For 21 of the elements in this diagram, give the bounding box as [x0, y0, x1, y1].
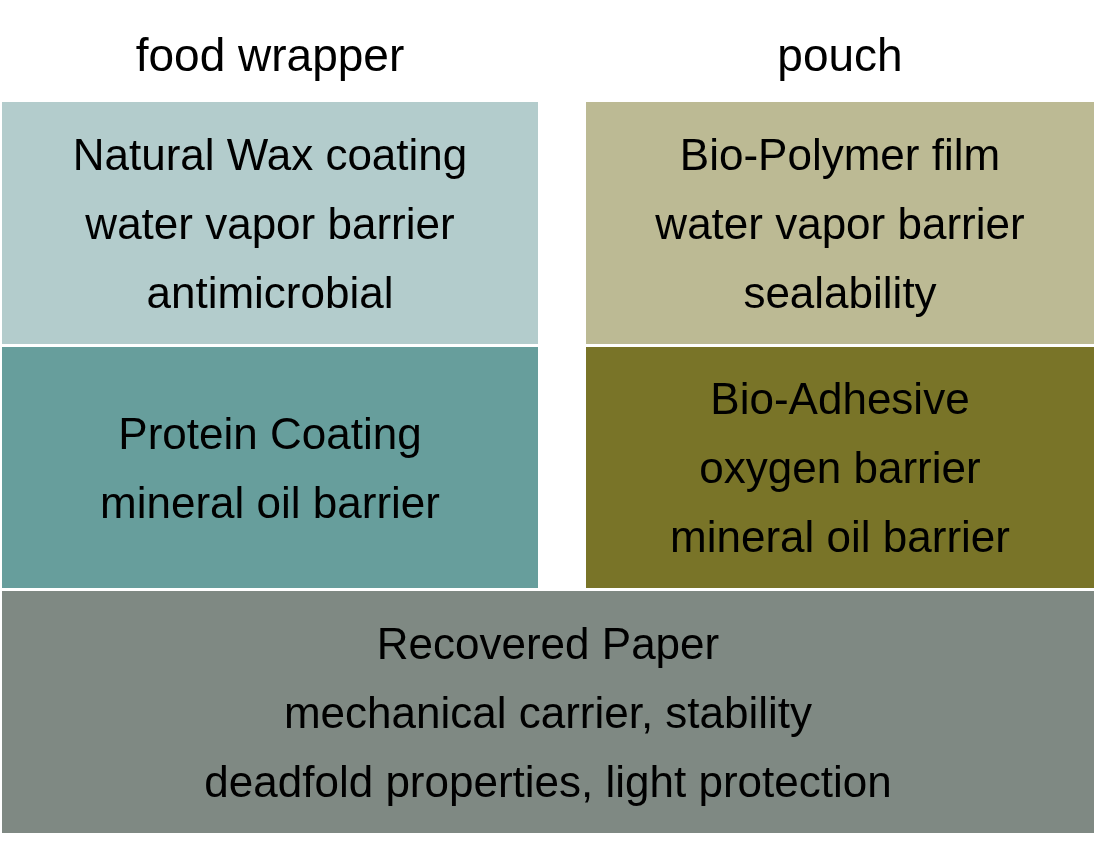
- property-text: mineral oil barrier: [670, 511, 1010, 563]
- property-text: oxygen barrier: [699, 442, 981, 494]
- property-text: antimicrobial: [146, 266, 394, 319]
- property-text: water vapor barrier: [655, 197, 1025, 250]
- column-heading: pouch: [777, 28, 903, 83]
- property-text: mechanical carrier, stability: [283, 686, 813, 739]
- layer-box: [2, 102, 538, 344]
- layer-box: [586, 102, 1094, 344]
- layer-box: [2, 591, 1094, 833]
- layer-name: Bio-Adhesive: [710, 373, 970, 425]
- property-text: water vapor barrier: [85, 197, 455, 250]
- layer-name: Natural Wax coating: [72, 128, 468, 181]
- property-text: deadfold properties, light protection: [204, 755, 892, 808]
- property-text: mineral oil barrier: [100, 476, 440, 529]
- layer-name: Recovered Paper: [376, 617, 720, 670]
- column-heading: food wrapper: [135, 28, 405, 83]
- layer-name: Bio-Polymer film: [679, 128, 1001, 181]
- layer-box: [2, 347, 538, 588]
- property-text: sealability: [743, 266, 937, 319]
- layer-name: Protein Coating: [118, 407, 422, 460]
- layer-box: [586, 347, 1094, 588]
